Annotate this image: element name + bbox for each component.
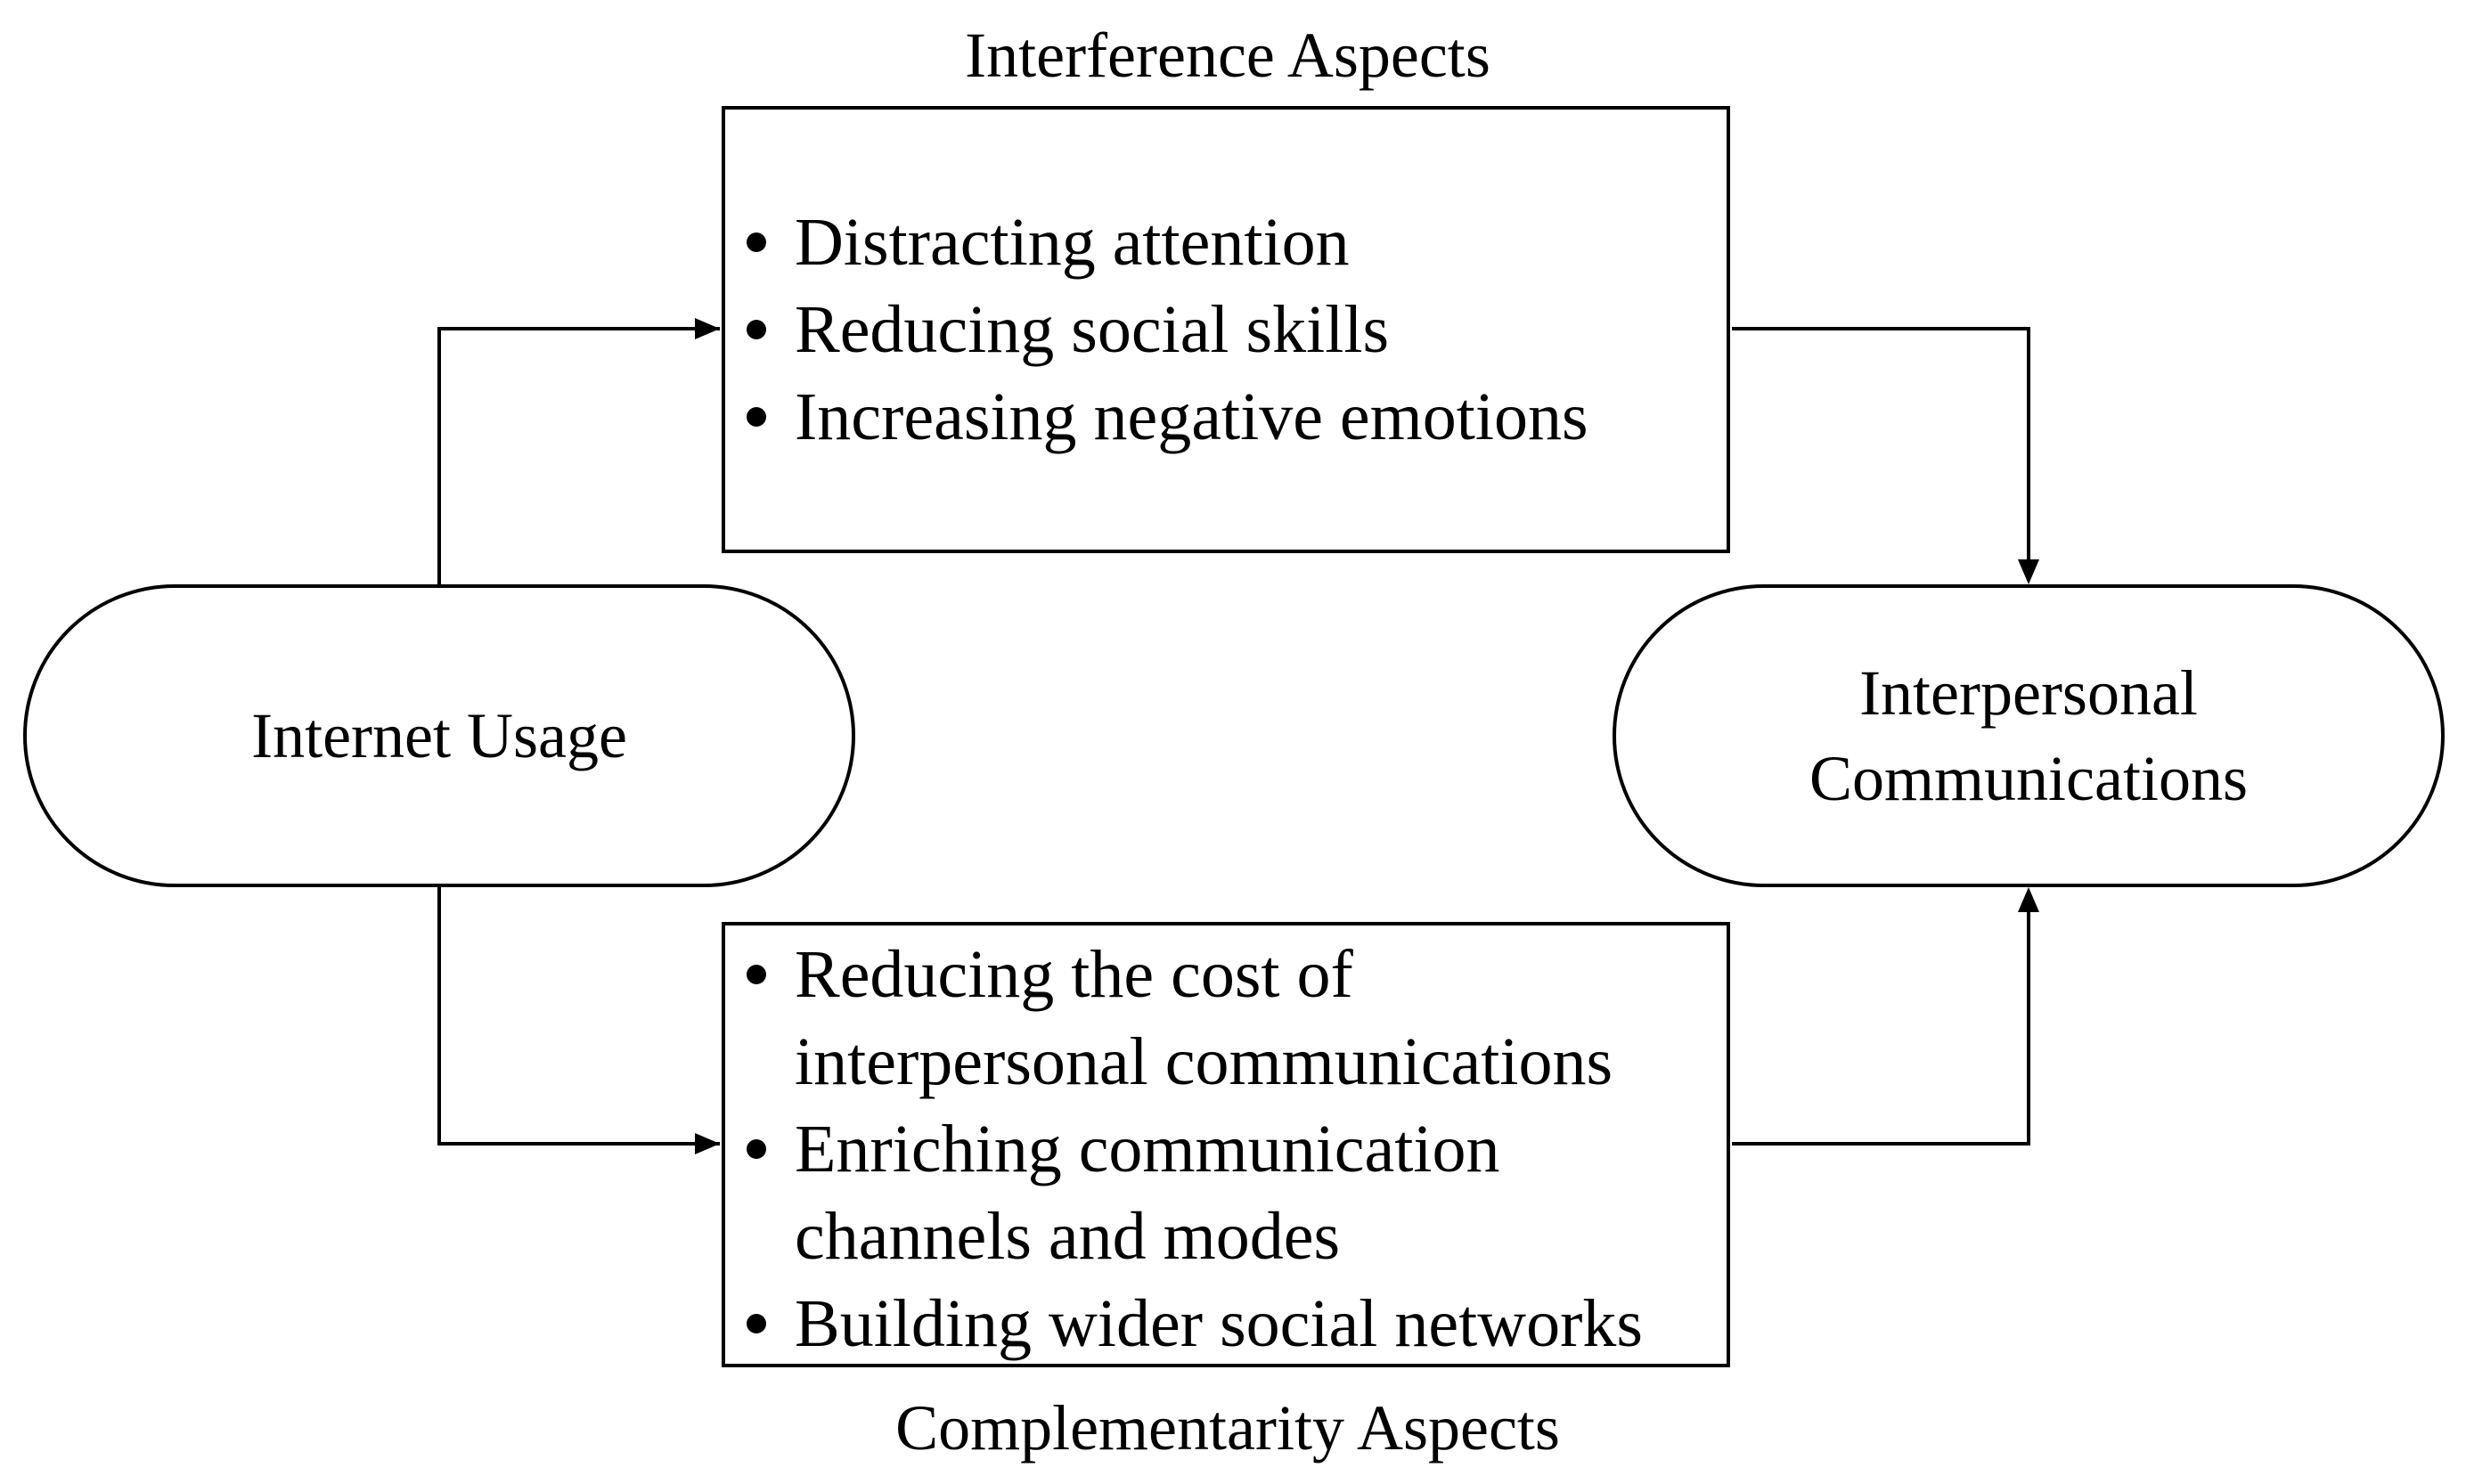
bullet-icon [739,373,775,461]
internet-usage-label: Internet Usage [251,700,627,771]
arrow-interference-to-communications [1732,327,2030,561]
communications-label-line2: Communications [1809,743,2248,814]
complementarity-list: Reducing the cost of interpersonal commu… [739,931,1668,1367]
arrow-usage-to-interference [437,327,720,584]
arrowhead-usage-to-complementarity [695,1133,720,1154]
interference-item-text: Increasing negative emotions [795,379,1588,454]
complementarity-item: Enriching communication channels and mod… [739,1105,1668,1280]
interference-item: Increasing negative emotions [739,373,1588,461]
communications-label-line1: Interpersonal [1859,657,2198,729]
bullet-icon [739,286,775,373]
interference-title: Interference Aspects [965,20,1490,91]
arrowhead-interference-to-communications [2018,559,2039,584]
bullet-icon [739,931,775,1018]
arrowhead-usage-to-interference [695,318,720,339]
complementarity-item: Building wider social networks [739,1280,1668,1367]
interference-item: Distracting attention [739,199,1588,286]
interference-item-text: Distracting attention [795,205,1350,280]
bullet-icon [739,1280,775,1367]
complementarity-item-text: Building wider social networks [795,1286,1643,1361]
interference-item-text: Reducing social skills [795,292,1390,367]
complementarity-item-text: Enriching communication channels and mod… [795,1112,1500,1274]
interference-list: Distracting attention Reducing social sk… [739,199,1588,461]
arrowhead-complementarity-to-communications [2018,887,2039,912]
complementarity-box: Reducing the cost of interpersonal commu… [722,922,1730,1367]
interference-item: Reducing social skills [739,286,1588,373]
bullet-icon [739,1105,775,1193]
complementarity-item: Reducing the cost of interpersonal commu… [739,931,1668,1105]
arrow-complementarity-to-communications [1732,910,2030,1146]
complementarity-item-text: Reducing the cost of interpersonal commu… [795,937,1613,1099]
interpersonal-communications-node: Interpersonal Communications [1613,584,2445,887]
interference-box: Distracting attention Reducing social sk… [722,106,1730,553]
interpersonal-communications-label: Interpersonal Communications [1809,650,2248,821]
arrow-usage-to-complementarity [437,887,720,1146]
bullet-icon [739,199,775,286]
internet-usage-node: Internet Usage [23,584,855,887]
complementarity-title: Complementarity Aspects [895,1392,1560,1464]
